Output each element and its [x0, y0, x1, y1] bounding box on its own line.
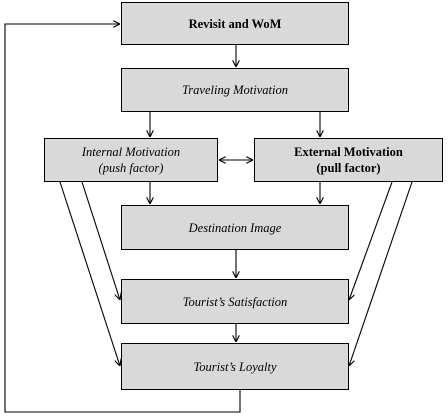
node-internal-motivation: Internal Motivation (push factor)	[44, 138, 218, 182]
node-tourist-satisfaction: Tourist’s Satisfaction	[121, 279, 349, 324]
node-external-label-line2: (pull factor)	[316, 161, 381, 175]
node-tourist-loyalty: Tourist’s Loyalty	[121, 343, 349, 390]
edge-internal-to-loyalty	[59, 181, 120, 366]
node-internal-label-line2: (push factor)	[98, 161, 164, 175]
node-internal-label-line1: Internal Motivation	[81, 145, 181, 159]
node-revisit-label: Revisit and WoM	[188, 16, 282, 31]
node-destination-label: Destination Image	[188, 220, 282, 235]
node-external-motivation: External Motivation (pull factor)	[254, 138, 443, 182]
node-destination-image: Destination Image	[121, 205, 349, 250]
edge-external-to-loyalty	[349, 181, 413, 366]
node-loyalty-label: Tourist’s Loyalty	[193, 359, 277, 374]
edge-loyalty-to-revisit-feedback	[4, 24, 241, 413]
node-revisit-and-wom: Revisit and WoM	[121, 2, 349, 45]
node-traveling-label: Traveling Motivation	[182, 83, 288, 97]
node-satisfaction-label: Tourist’s Satisfaction	[182, 294, 288, 309]
node-traveling-motivation: Traveling Motivation	[121, 68, 349, 112]
edge-internal-to-satisfaction	[81, 181, 120, 300]
edge-external-to-satisfaction	[349, 181, 393, 300]
node-external-label-line1: External Motivation	[294, 145, 403, 159]
